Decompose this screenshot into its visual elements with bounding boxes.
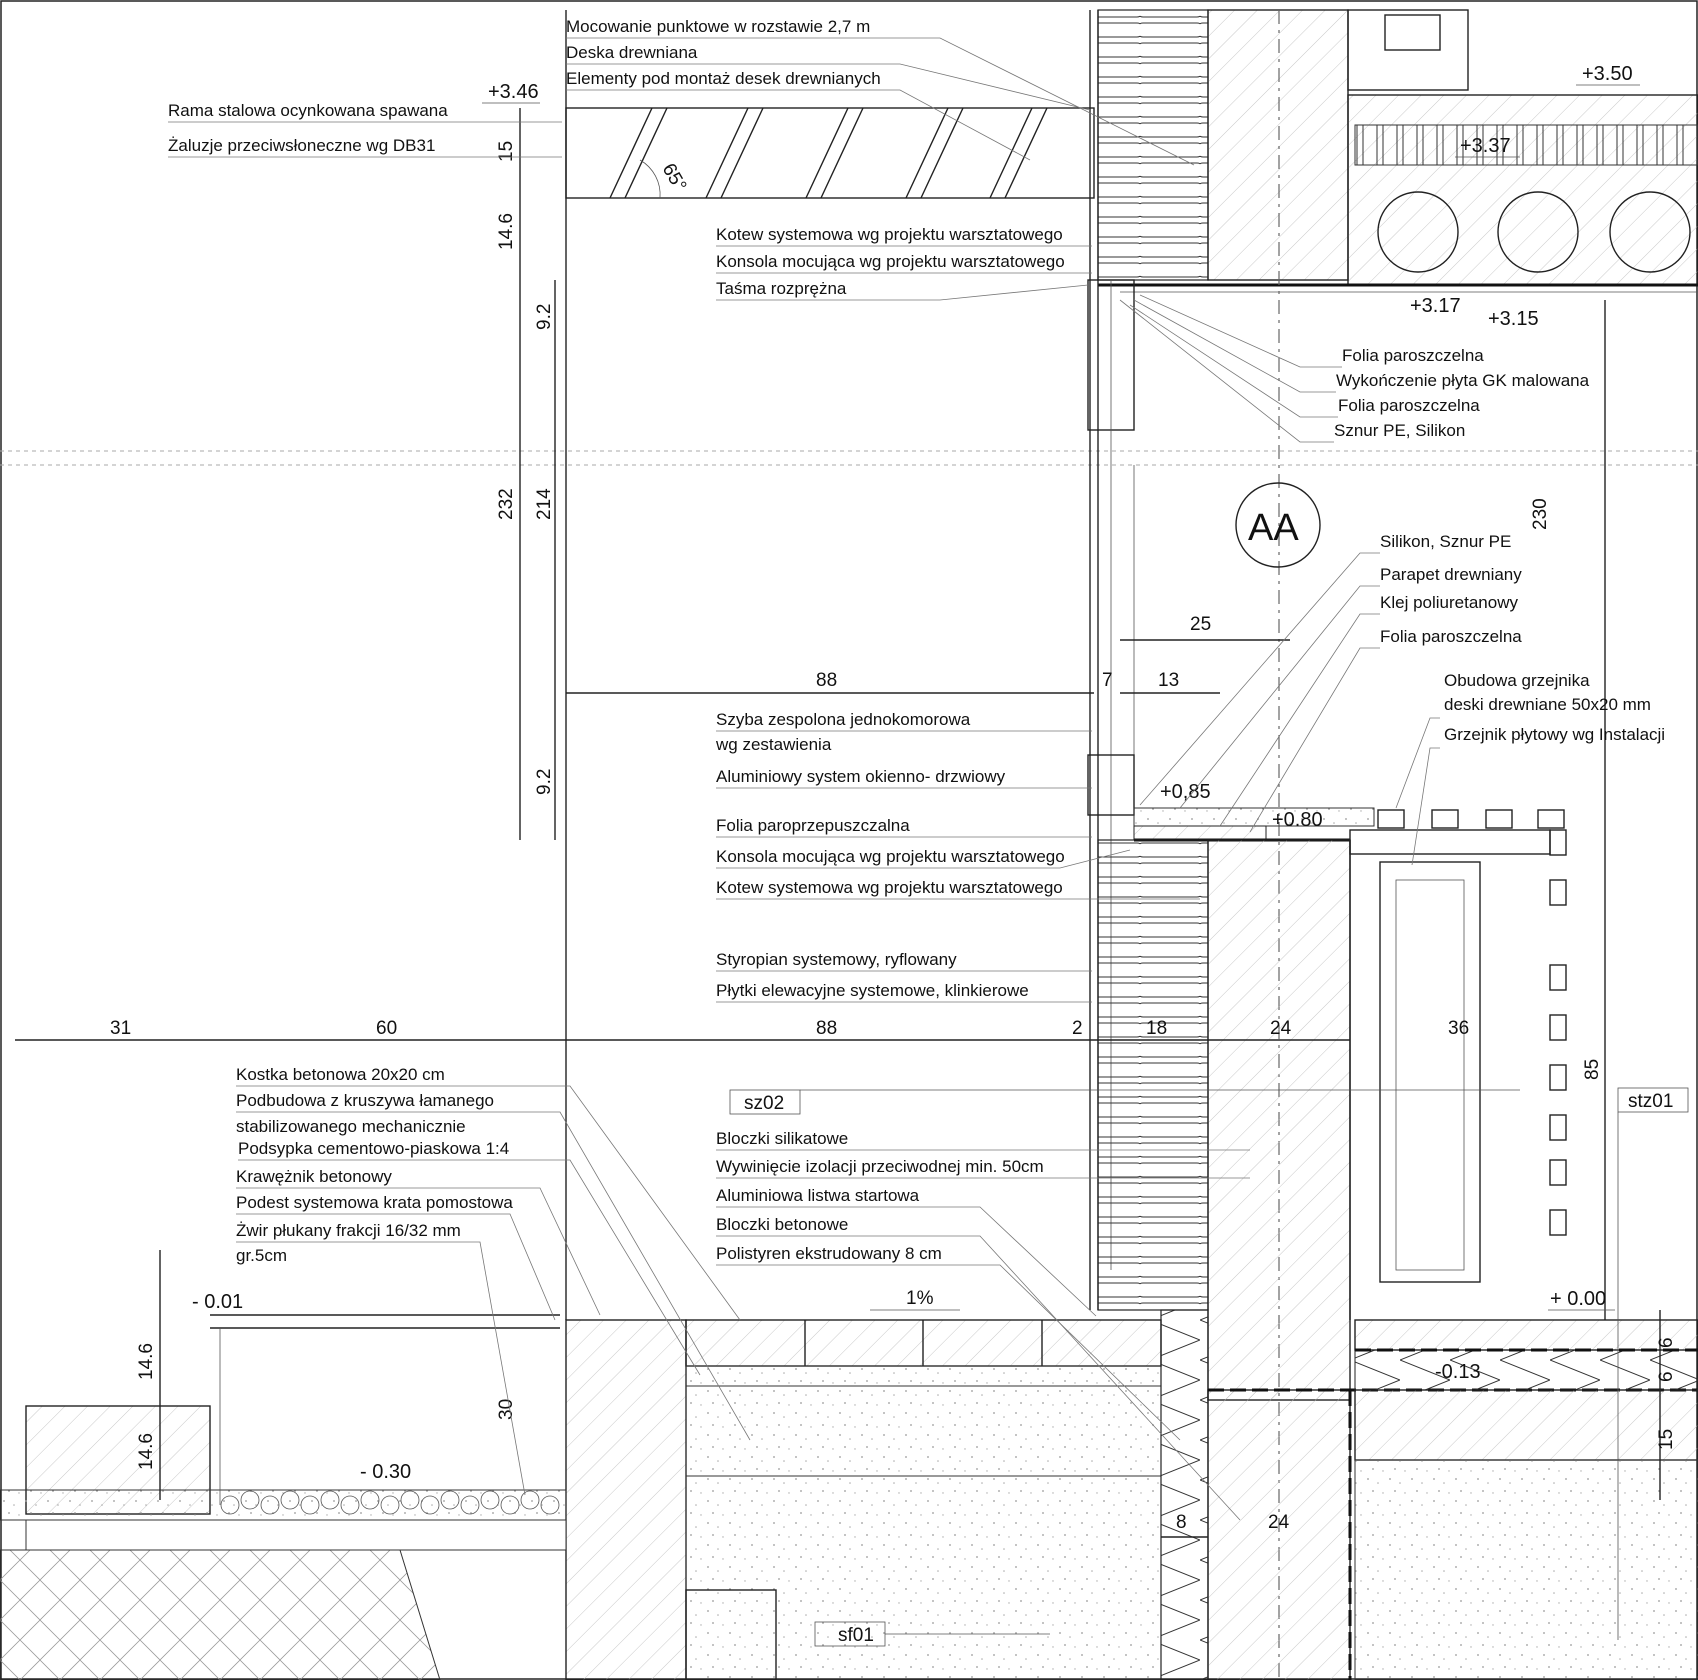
dim-88-top: 88 — [816, 670, 837, 691]
dim-31: 31 — [110, 1018, 131, 1039]
angle-label: 65° — [658, 160, 691, 195]
dim-14-6-b: 14.6 — [136, 1433, 157, 1470]
label-zaluzje: Żaluzje przeciwsłoneczne wg DB31 — [168, 136, 435, 155]
level-0-80: +0.80 — [1272, 809, 1323, 831]
label-podsypka: Podsypka cementowo-piaskowa 1:4 — [238, 1139, 509, 1158]
level-3-17: +3.17 — [1410, 295, 1461, 317]
dim-25: 25 — [1190, 614, 1211, 635]
dim-6-b: 6 — [1656, 1371, 1677, 1382]
heater-slats — [1377, 809, 1567, 1236]
label-listwa: Aluminiowa listwa startowa — [716, 1186, 920, 1205]
section-marker: AA — [1248, 507, 1299, 549]
label-elementy: Elementy pod montaż desek drewnianych — [566, 69, 881, 88]
dim-85: 85 — [1582, 1059, 1603, 1080]
dim-14-6-top: 14.6 — [496, 213, 517, 250]
label-bloczki-betonowe: Bloczki betonowe — [716, 1215, 848, 1234]
label-zwir: Żwir płukany frakcji 16/32 mm — [236, 1221, 461, 1240]
label-silikon: Silikon, Sznur PE — [1380, 532, 1511, 551]
label-konsola-2: Konsola mocująca wg projektu warsztatowe… — [716, 847, 1065, 866]
dim-36: 36 — [1448, 1018, 1469, 1039]
slope-label: 1% — [906, 1288, 934, 1309]
dim-15-b: 15 — [1656, 1429, 1677, 1450]
dim-24-bottom: 24 — [1268, 1512, 1290, 1533]
level-minus-0-01: - 0.01 — [192, 1291, 243, 1313]
level-3-37: +3.37 — [1460, 135, 1511, 157]
level-minus-0-30: - 0.30 — [360, 1461, 411, 1483]
label-deska: Deska drewniana — [566, 43, 698, 62]
label-aluminiowy: Aluminiowy system okienno- drzwiowy — [716, 767, 1006, 786]
gravel — [220, 1490, 560, 1515]
label-sznur-1: Sznur PE, Silikon — [1334, 421, 1465, 440]
dim-88-bottom: 88 — [816, 1018, 837, 1039]
level-3-50: +3.50 — [1582, 63, 1633, 85]
label-polistyren: Polistyren ekstrudowany 8 cm — [716, 1244, 942, 1263]
label-obudowa: Obudowa grzejnika — [1444, 671, 1590, 690]
tag-sf01: sf01 — [838, 1625, 874, 1646]
level-marks: +3.46 +3.50 +3.37 +3.17 +3.15 +0,85 +0.8… — [192, 63, 1640, 1483]
label-rama-stalowa: Rama stalowa ocynkowana spawana — [168, 101, 448, 120]
label-kotew-2: Kotew systemowa wg projektu warsztatoweg… — [716, 878, 1063, 897]
level-0-85: +0,85 — [1160, 781, 1211, 803]
dim-7: 7 — [1102, 670, 1113, 691]
dim-232: 232 — [496, 488, 517, 520]
dim-214: 214 — [534, 488, 555, 520]
label-styropian: Styropian systemowy, ryflowany — [716, 950, 957, 969]
level-0-00: + 0.00 — [1550, 1288, 1606, 1310]
dim-6-a: 6 — [1656, 1337, 1677, 1348]
level-minus-0-13: -0.13 — [1435, 1361, 1481, 1383]
dim-14-6-a: 14.6 — [136, 1343, 157, 1380]
label-konsola-1: Konsola mocująca wg projektu warsztatowe… — [716, 252, 1065, 271]
label-plytki: Płytki elewacyjne systemowe, klinkierowe — [716, 981, 1029, 1000]
level-3-46: +3.46 — [488, 81, 539, 103]
label-szyba: Szyba zespolona jednokomorowa — [716, 710, 971, 729]
label-kraweznik: Krawężnik betonowy — [236, 1167, 392, 1186]
label-parapet: Parapet drewniany — [1380, 565, 1522, 584]
label-gr5: gr.5cm — [236, 1246, 287, 1265]
dim-24-top: 24 — [1270, 1018, 1292, 1039]
dim-30: 30 — [496, 1399, 517, 1420]
louver-slats — [609, 107, 1048, 199]
label-wg-zestawienia: wg zestawienia — [715, 735, 832, 754]
label-deski: deski drewniane 50x20 mm — [1444, 695, 1651, 714]
label-mocowanie: Mocowanie punktowe w rozstawie 2,7 m — [566, 17, 870, 36]
tag-sz02: sz02 — [744, 1093, 784, 1114]
dim-9-2-bottom: 9.2 — [534, 769, 555, 795]
label-bloczki-silikatowe: Bloczki silikatowe — [716, 1129, 848, 1148]
label-klej: Klej poliuretanowy — [1380, 593, 1518, 612]
label-wywiniecie: Wywinięcie izolacji przeciwodnej min. 50… — [716, 1157, 1044, 1176]
label-folia-paroprzepuszczalna: Folia paroprzepuszczalna — [716, 816, 910, 835]
label-kostka: Kostka betonowa 20x20 cm — [236, 1065, 445, 1084]
label-stabilizowany: stabilizowanego mechanicznie — [236, 1117, 466, 1136]
label-podest: Podest systemowa krata pomostowa — [236, 1193, 513, 1212]
section-marker-circle — [1235, 482, 1321, 568]
dim-8: 8 — [1176, 1512, 1187, 1533]
dim-13: 13 — [1158, 670, 1179, 691]
dim-15: 15 — [496, 141, 517, 162]
level-3-15: +3.15 — [1488, 308, 1539, 330]
dim-9-2-top: 9.2 — [534, 304, 555, 330]
label-podbudowa: Podbudowa z kruszywa łamanego — [236, 1091, 494, 1110]
dim-18: 18 — [1146, 1018, 1167, 1039]
label-tasma: Taśma rozprężna — [716, 279, 847, 298]
label-folia-3: Folia paroszczelna — [1380, 627, 1522, 646]
label-folia-1: Folia paroszczelna — [1342, 346, 1484, 365]
dim-230: 230 — [1530, 498, 1551, 530]
tag-stz01: stz01 — [1628, 1091, 1673, 1112]
label-grzejnik: Grzejnik płytowy wg Instalacji — [1444, 725, 1665, 744]
dim-60: 60 — [376, 1018, 397, 1039]
label-folia-2: Folia paroszczelna — [1338, 396, 1480, 415]
dimension-texts: 15 14.6 9.2 232 214 9.2 25 88 7 13 230 3… — [110, 141, 1677, 1533]
label-kotew-1: Kotew systemowa wg projektu warsztatoweg… — [716, 225, 1063, 244]
dim-2: 2 — [1072, 1018, 1083, 1039]
label-wykonczenie: Wykończenie płyta GK malowana — [1336, 371, 1590, 390]
